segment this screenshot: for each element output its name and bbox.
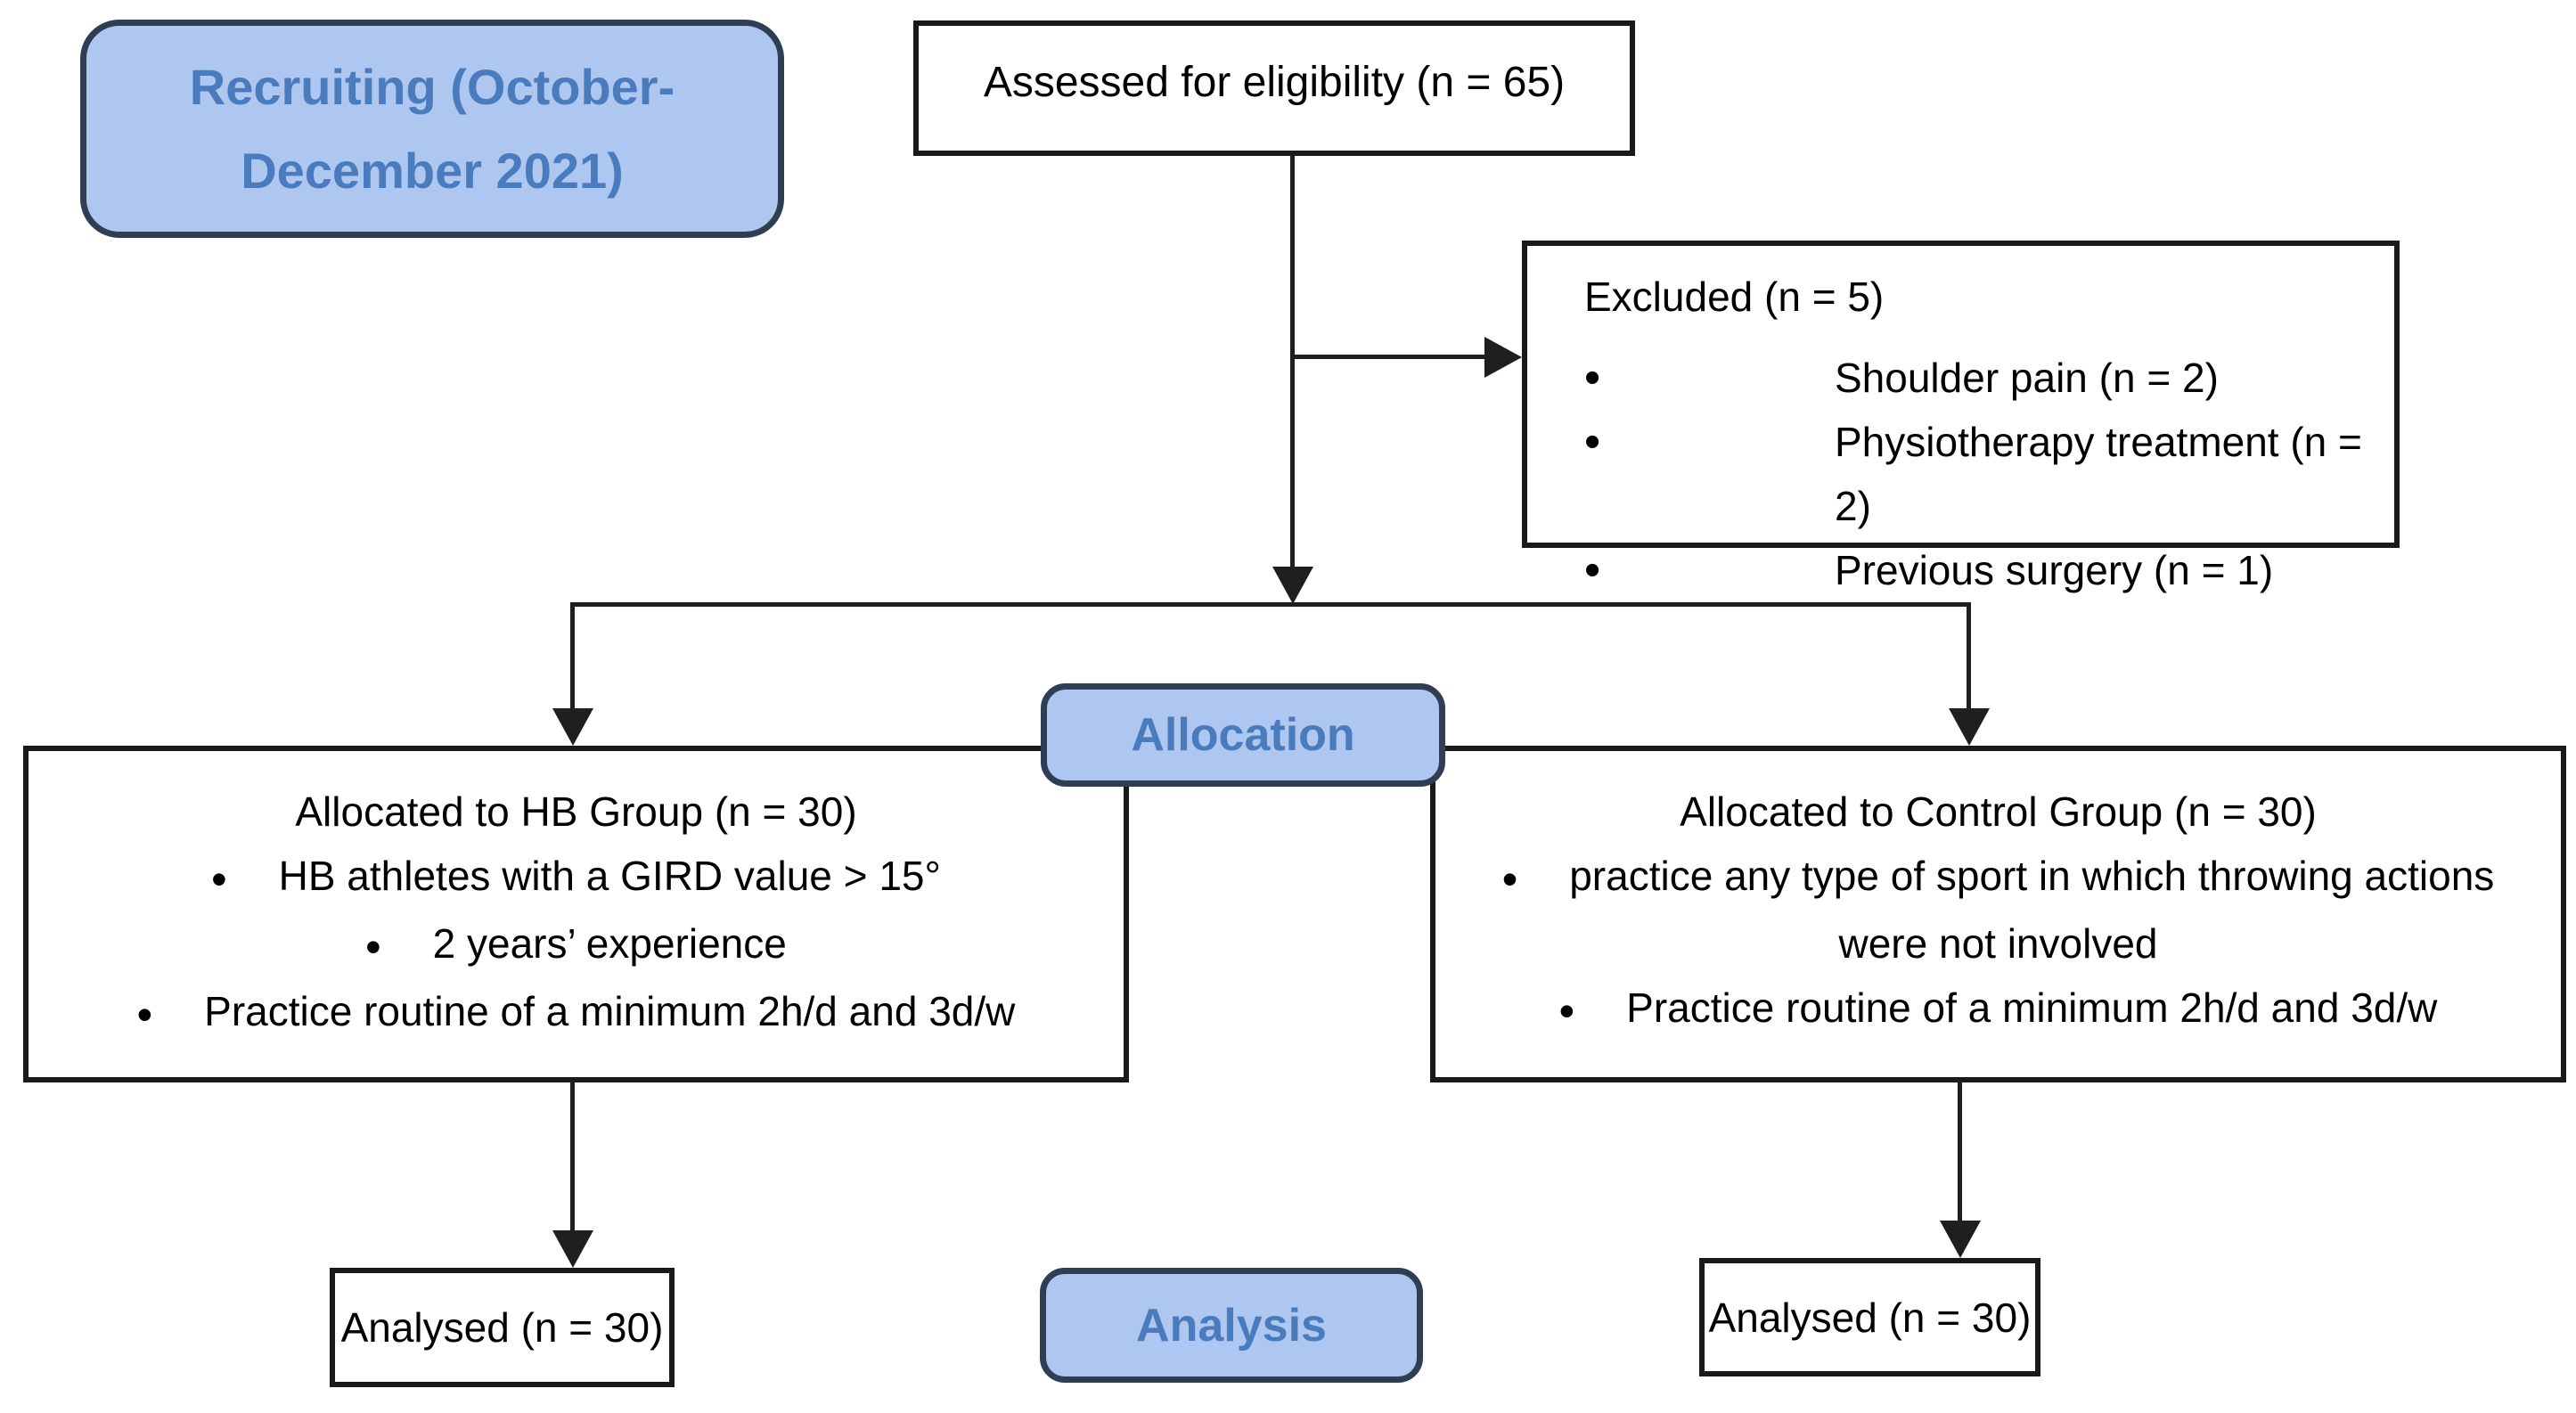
control-group-box: Allocated to Control Group (n = 30) prac… xyxy=(1430,746,2566,1082)
allocation-label: Allocation xyxy=(1131,709,1355,761)
analysed-control-box: Analysed (n = 30) xyxy=(1699,1258,2040,1376)
hb-group-list: HB athletes with a GIRD value > 15° 2 ye… xyxy=(29,844,1124,1047)
control-group-item: practice any type of sport in which thro… xyxy=(1482,844,2515,976)
analysis-label: Analysis xyxy=(1136,1299,1327,1352)
analysed-hb-box: Analysed (n = 30) xyxy=(330,1268,675,1387)
hb-group-item: HB athletes with a GIRD value > 15° xyxy=(29,844,1124,911)
connector-right-branch xyxy=(1967,602,1971,710)
allocation-stage-box: Allocation xyxy=(1041,683,1445,787)
arrowhead-excluded-icon xyxy=(1484,337,1522,378)
hb-group-item: 2 years’ experience xyxy=(29,911,1124,979)
assessed-box: Assessed for eligibility (n = 65) xyxy=(913,20,1635,156)
recruiting-stage-box: Recruiting (October- December 2021) xyxy=(80,20,784,238)
arrowhead-assessed-down-icon xyxy=(1272,567,1313,604)
control-group-item: Practice routine of a minimum 2h/d and 3… xyxy=(1482,976,2515,1043)
connector-assessed-down xyxy=(1290,156,1295,568)
excluded-title: Excluded (n = 5) xyxy=(1584,274,1885,320)
connector-hb-to-analysed xyxy=(570,1080,575,1232)
analysed-hb-label: Analysed (n = 30) xyxy=(340,1304,664,1351)
analysis-stage-box: Analysis xyxy=(1040,1268,1423,1383)
excluded-item: Shoulder pain (n = 2) xyxy=(1527,346,2394,410)
excluded-item: Previous surgery (n = 1) xyxy=(1527,538,2394,602)
arrowhead-control-analysed-icon xyxy=(1940,1221,1981,1258)
hb-group-item: Practice routine of a minimum 2h/d and 3… xyxy=(29,979,1124,1047)
hb-group-box: Allocated to HB Group (n = 30) HB athlet… xyxy=(23,746,1129,1082)
recruiting-label-line2: December 2021) xyxy=(241,142,624,199)
connector-left-branch xyxy=(570,602,575,710)
arrowhead-right-branch-icon xyxy=(1949,708,1990,746)
control-group-title: Allocated to Control Group (n = 30) xyxy=(1680,788,2317,835)
hb-group-title: Allocated to HB Group (n = 30) xyxy=(295,788,857,835)
arrowhead-hb-analysed-icon xyxy=(552,1230,593,1268)
connector-control-to-analysed xyxy=(1958,1080,1962,1222)
connector-split-horizontal xyxy=(570,602,1971,607)
recruiting-label-line1: Recruiting (October- xyxy=(189,58,675,115)
connector-excluded-branch xyxy=(1290,355,1488,359)
excluded-box: Excluded (n = 5) Shoulder pain (n = 2) P… xyxy=(1522,241,2400,602)
analysed-control-label: Analysed (n = 30) xyxy=(1708,1294,2032,1341)
control-group-list: practice any type of sport in which thro… xyxy=(1435,844,2561,1043)
excluded-list: Shoulder pain (n = 2) Physiotherapy trea… xyxy=(1527,346,2394,602)
excluded-item: Physiotherapy treatment (n = 2) xyxy=(1527,410,2394,538)
arrowhead-left-branch-icon xyxy=(552,708,593,746)
assessed-label: Assessed for eligibility (n = 65) xyxy=(983,58,1566,106)
